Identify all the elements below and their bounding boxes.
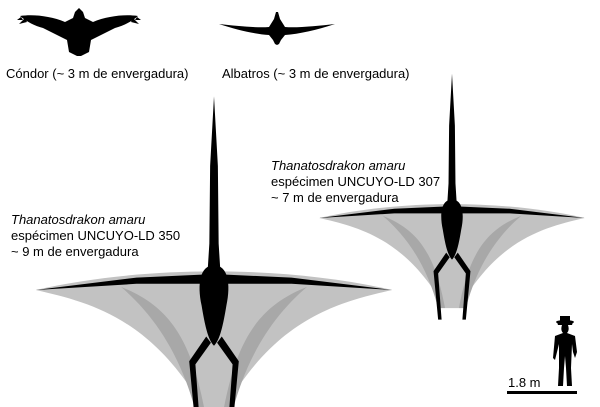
- specimen-ld350-genus: Thanatosdrakon amaru: [11, 212, 146, 227]
- specimen-ld307-label: Thanatosdrakon amaru espécimen UNCUYO-LD…: [271, 158, 440, 206]
- condor-label: Cóndor (~ 3 m de envergadura): [6, 66, 188, 82]
- scale-label: 1.8 m: [508, 375, 541, 391]
- specimen-ld307-genus: Thanatosdrakon amaru: [271, 158, 406, 173]
- specimen-ld307-wingspan: ~ 7 m de envergadura: [271, 190, 399, 205]
- albatros-label-text: Albatros (~ 3 m de envergadura): [222, 66, 410, 81]
- specimen-ld307-id: espécimen UNCUYO-LD 307: [271, 174, 441, 189]
- scale-label-text: 1.8 m: [508, 375, 541, 390]
- specimen-ld350-id: espécimen UNCUYO-LD 350: [11, 228, 181, 243]
- specimen-ld350-wingspan: ~ 9 m de envergadura: [11, 244, 139, 259]
- albatross-silhouette-icon: [219, 12, 335, 45]
- scale-bar: [507, 391, 577, 394]
- human-silhouette-icon: [553, 316, 577, 386]
- specimen-ld350-label: Thanatosdrakon amaru espécimen UNCUYO-LD…: [11, 212, 180, 260]
- condor-label-text: Cóndor (~ 3 m de envergadura): [6, 66, 189, 81]
- albatros-label: Albatros (~ 3 m de envergadura): [222, 66, 410, 82]
- condor-silhouette-icon: [17, 8, 141, 56]
